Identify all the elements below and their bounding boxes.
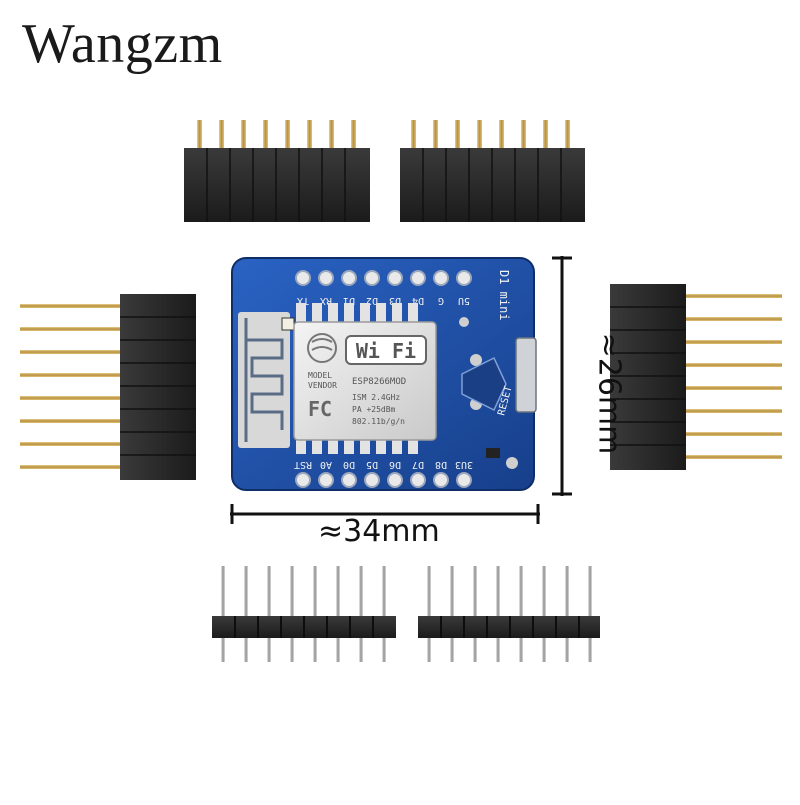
pcb-antenna bbox=[238, 312, 290, 448]
watermark-text: Wangzm bbox=[22, 13, 223, 75]
male-header-left bbox=[212, 566, 396, 662]
top-pin-pads bbox=[295, 270, 472, 286]
width-dimension-label: ≈34mm bbox=[318, 514, 440, 549]
male-header-right bbox=[418, 566, 600, 662]
top-pin-label: 5U bbox=[458, 295, 470, 306]
bottom-pin-label: A0 bbox=[320, 459, 332, 470]
micro-usb-port bbox=[515, 337, 537, 413]
board-components bbox=[459, 317, 518, 469]
part-number: ESP8266MOD bbox=[352, 377, 406, 387]
fcc-mark: FC bbox=[308, 397, 332, 421]
female-header-left bbox=[20, 294, 196, 480]
bottom-pin-label: D5 bbox=[366, 459, 378, 470]
wifi-logo: Wi Fi bbox=[356, 339, 416, 363]
bottom-pin-label: 3U3 bbox=[455, 459, 473, 470]
top-pin-label: D1 bbox=[343, 295, 355, 306]
female-header-top-right bbox=[400, 120, 585, 222]
top-pin-label: TX bbox=[297, 295, 309, 306]
d1-mini-board: 5U G D4 D3 D2 D1 RX TX RST A0 D0 D5 D6 D… bbox=[231, 257, 537, 491]
bottom-pin-label: D6 bbox=[389, 459, 401, 470]
bottom-pin-labels: RST A0 D0 D5 D6 D7 D8 3U3 bbox=[294, 459, 473, 470]
bottom-pin-label: D8 bbox=[435, 459, 447, 470]
female-header-right bbox=[610, 284, 782, 470]
bottom-pin-label: D7 bbox=[412, 459, 424, 470]
bottom-pin-label: D0 bbox=[343, 459, 355, 470]
top-pin-label: D2 bbox=[366, 295, 378, 306]
height-dimension-line bbox=[552, 256, 572, 496]
model-line: MODEL bbox=[308, 371, 332, 380]
top-pin-label: RX bbox=[320, 295, 332, 306]
top-pin-label: G bbox=[438, 295, 444, 306]
brand-label: D1 mini bbox=[497, 270, 511, 321]
spec-line: 802.11b/g/n bbox=[352, 417, 405, 426]
height-dimension-label: ≈26mm bbox=[591, 332, 627, 455]
top-pin-label: D3 bbox=[389, 295, 401, 306]
spec-line: ISM 2.4GHz bbox=[352, 393, 400, 402]
female-header-top-left bbox=[184, 120, 370, 222]
bottom-pin-label: RST bbox=[294, 459, 312, 470]
width-dimension-line bbox=[230, 504, 540, 524]
spec-line: PA +25dBm bbox=[352, 405, 396, 414]
top-pin-labels: 5U G D4 D3 D2 D1 RX TX bbox=[297, 295, 470, 306]
bottom-pin-pads bbox=[295, 472, 472, 488]
esp-module-shield: Wi Fi MODEL VENDOR ESP8266MOD FC ISM 2.4… bbox=[293, 321, 437, 441]
vendor-line: VENDOR bbox=[308, 381, 337, 390]
top-pin-label: D4 bbox=[412, 295, 424, 306]
module-castellations bbox=[296, 303, 418, 454]
espressif-logo bbox=[307, 333, 337, 363]
